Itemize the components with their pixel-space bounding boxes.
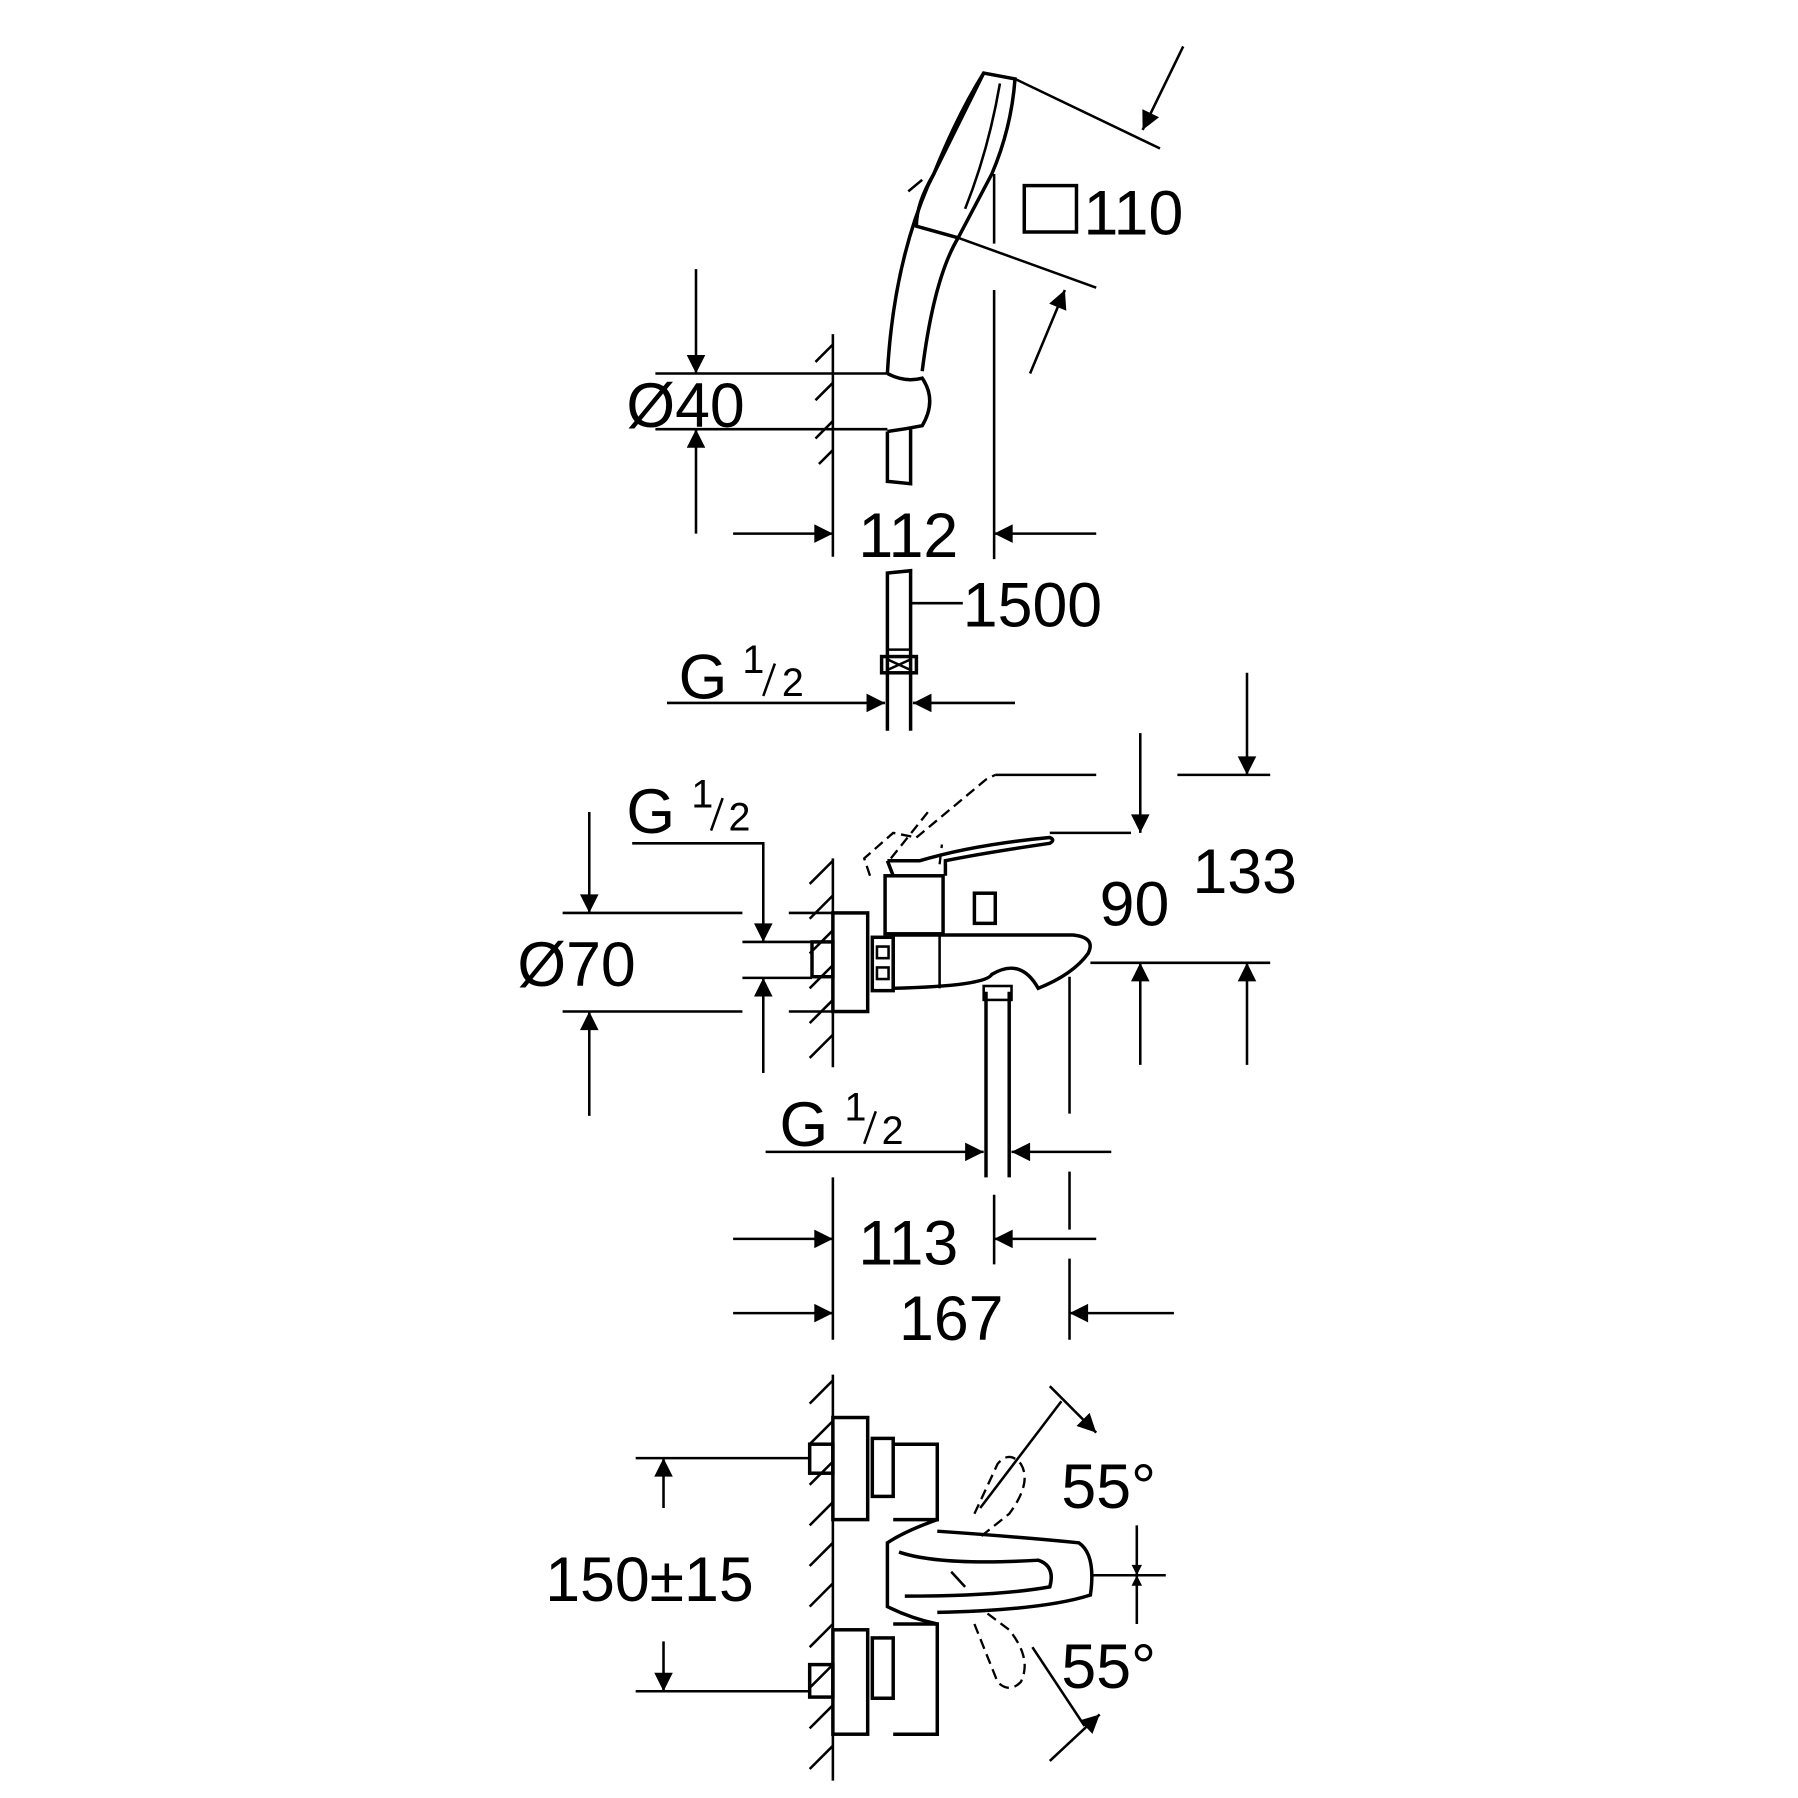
shower-hose	[879, 568, 919, 731]
fraction-numerator: 1	[844, 1086, 866, 1130]
lever-open-outline	[862, 773, 996, 877]
escutcheon-diameter-label: Ø70	[517, 930, 635, 1000]
hand-shower-view: 110 Ø40 112 1500 G 1 2	[626, 45, 1185, 731]
inlet-thread-g: G	[626, 777, 675, 847]
lever-open-height-label: 133	[1192, 837, 1297, 907]
mixer-body	[810, 835, 1092, 1178]
wall-hatch	[808, 1374, 835, 1781]
hose-length-label: 1500	[963, 570, 1102, 640]
angle-down-label: 55°	[1061, 1632, 1156, 1702]
dimension-arrow	[1141, 45, 1185, 131]
wall-hatch	[814, 334, 835, 557]
fraction-numerator: 1	[691, 772, 713, 816]
centres-label: 150±15	[545, 1545, 754, 1615]
shower-holder	[885, 371, 932, 486]
angle-up-label: 55°	[1061, 1452, 1156, 1522]
hose-thread-g: G	[679, 642, 728, 712]
fraction-numerator: 1	[742, 638, 764, 682]
dimension-line	[957, 236, 1097, 289]
square-head-icon	[1022, 183, 1079, 234]
outlet-projection-label: 113	[858, 1208, 958, 1278]
total-projection-label: 167	[899, 1284, 1004, 1354]
holder-diameter-label: Ø40	[626, 371, 744, 441]
fraction-denominator: 2	[882, 1109, 904, 1153]
fraction-denominator: 2	[728, 796, 750, 840]
outlet-thread-g: G	[780, 1090, 829, 1160]
mixer-side-view: Ø70 G 1 2 90 133 G 1 2 113	[517, 672, 1297, 1354]
dimension-arrow	[1028, 289, 1067, 375]
projection-label: 112	[858, 501, 958, 571]
head-size-label: 110	[1083, 178, 1183, 248]
mixer-front-view: 55° 55° 150±15	[545, 1374, 1166, 1781]
lever-height-label: 90	[1100, 870, 1170, 940]
fraction-denominator: 2	[782, 661, 804, 705]
hose-nut	[879, 654, 919, 675]
mixer-body-front	[807, 1415, 1094, 1736]
lever-open-outline	[889, 811, 944, 865]
lever-right-outline	[973, 1611, 1026, 1689]
dimension-line	[1014, 77, 1161, 150]
lever-left-outline	[973, 1455, 1026, 1538]
hand-shower-head	[885, 71, 1017, 374]
